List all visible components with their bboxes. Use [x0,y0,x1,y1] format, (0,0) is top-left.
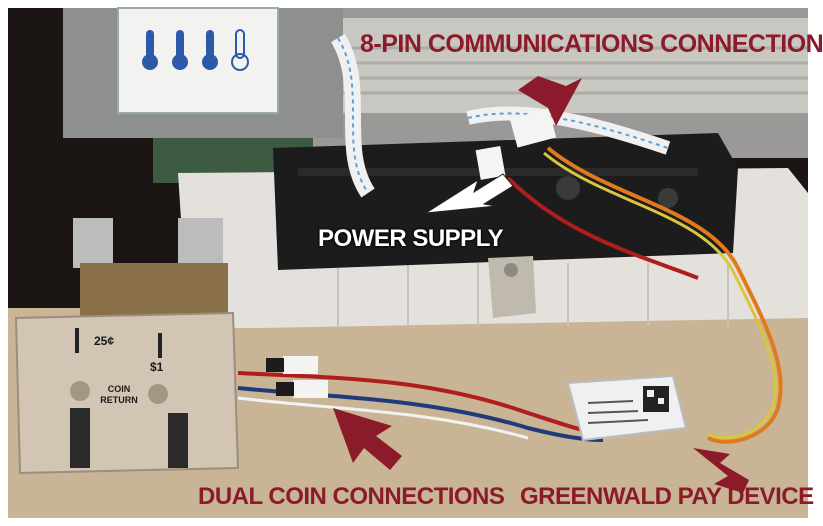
temperature-icons [142,29,249,71]
pay-device-callout: GREENWALD PAY DEVICE [520,483,814,510]
coin-return-label: COIN RETURN [94,384,144,406]
power-callout: POWER SUPPLY [318,225,504,252]
quarter-label: 25¢ [94,334,115,348]
power-connector [475,145,506,180]
arrow-power-icon [425,173,514,214]
arrow-communications-icon [518,76,582,126]
coin-return-line1: COIN [107,384,131,394]
coin-callout: DUAL COIN CONNECTIONS [198,483,505,510]
wire-harness [546,146,783,444]
communications-connector [509,108,557,148]
dollar-label: $1 [150,360,164,374]
pay-device [566,374,688,442]
arrow-pay-icon [693,448,749,493]
arrow-coin-icon [333,408,402,470]
coin-wires [237,371,604,435]
coin-mechanism [14,218,240,475]
instruction-label [117,7,279,114]
control-housing [273,133,738,270]
communications-callout: 8-PIN COMMUNICATIONS CONNECTION [360,30,823,58]
coin-return-line2: RETURN [100,395,138,405]
machine-photo [8,7,808,518]
